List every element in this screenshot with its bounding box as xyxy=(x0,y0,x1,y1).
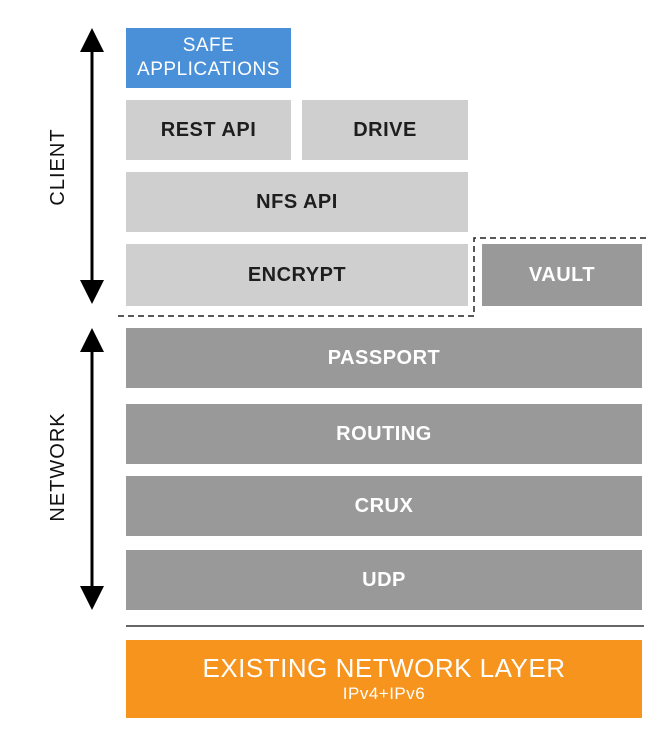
udp-block: UDP xyxy=(126,550,642,610)
existing-network-layer-subtitle: IPv4+IPv6 xyxy=(342,684,426,703)
drive-block: DRIVE xyxy=(302,100,468,160)
nfs-api-block: NFS API xyxy=(126,172,468,232)
rest-api-block: REST API xyxy=(126,100,291,160)
client-label: CLIENT xyxy=(47,128,69,206)
existing-network-layer-block: EXISTING NETWORK LAYER IPv4+IPv6 xyxy=(126,640,642,718)
network-label: NETWORK xyxy=(47,412,69,522)
existing-network-layer-title: EXISTING NETWORK LAYER xyxy=(202,653,566,683)
passport-block: PASSPORT xyxy=(126,328,642,388)
safe-applications-line-2: APPLICATIONS xyxy=(137,59,280,80)
network-arrow xyxy=(80,328,104,610)
encrypt-block: ENCRYPT xyxy=(126,244,468,306)
safe-applications-line-1: SAFE xyxy=(182,35,235,56)
crux-block: CRUX xyxy=(126,476,642,536)
safe-applications-block: SAFE APPLICATIONS xyxy=(126,28,291,88)
vault-block: VAULT xyxy=(482,244,642,306)
routing-block: ROUTING xyxy=(126,404,642,464)
client-arrow xyxy=(80,28,104,304)
